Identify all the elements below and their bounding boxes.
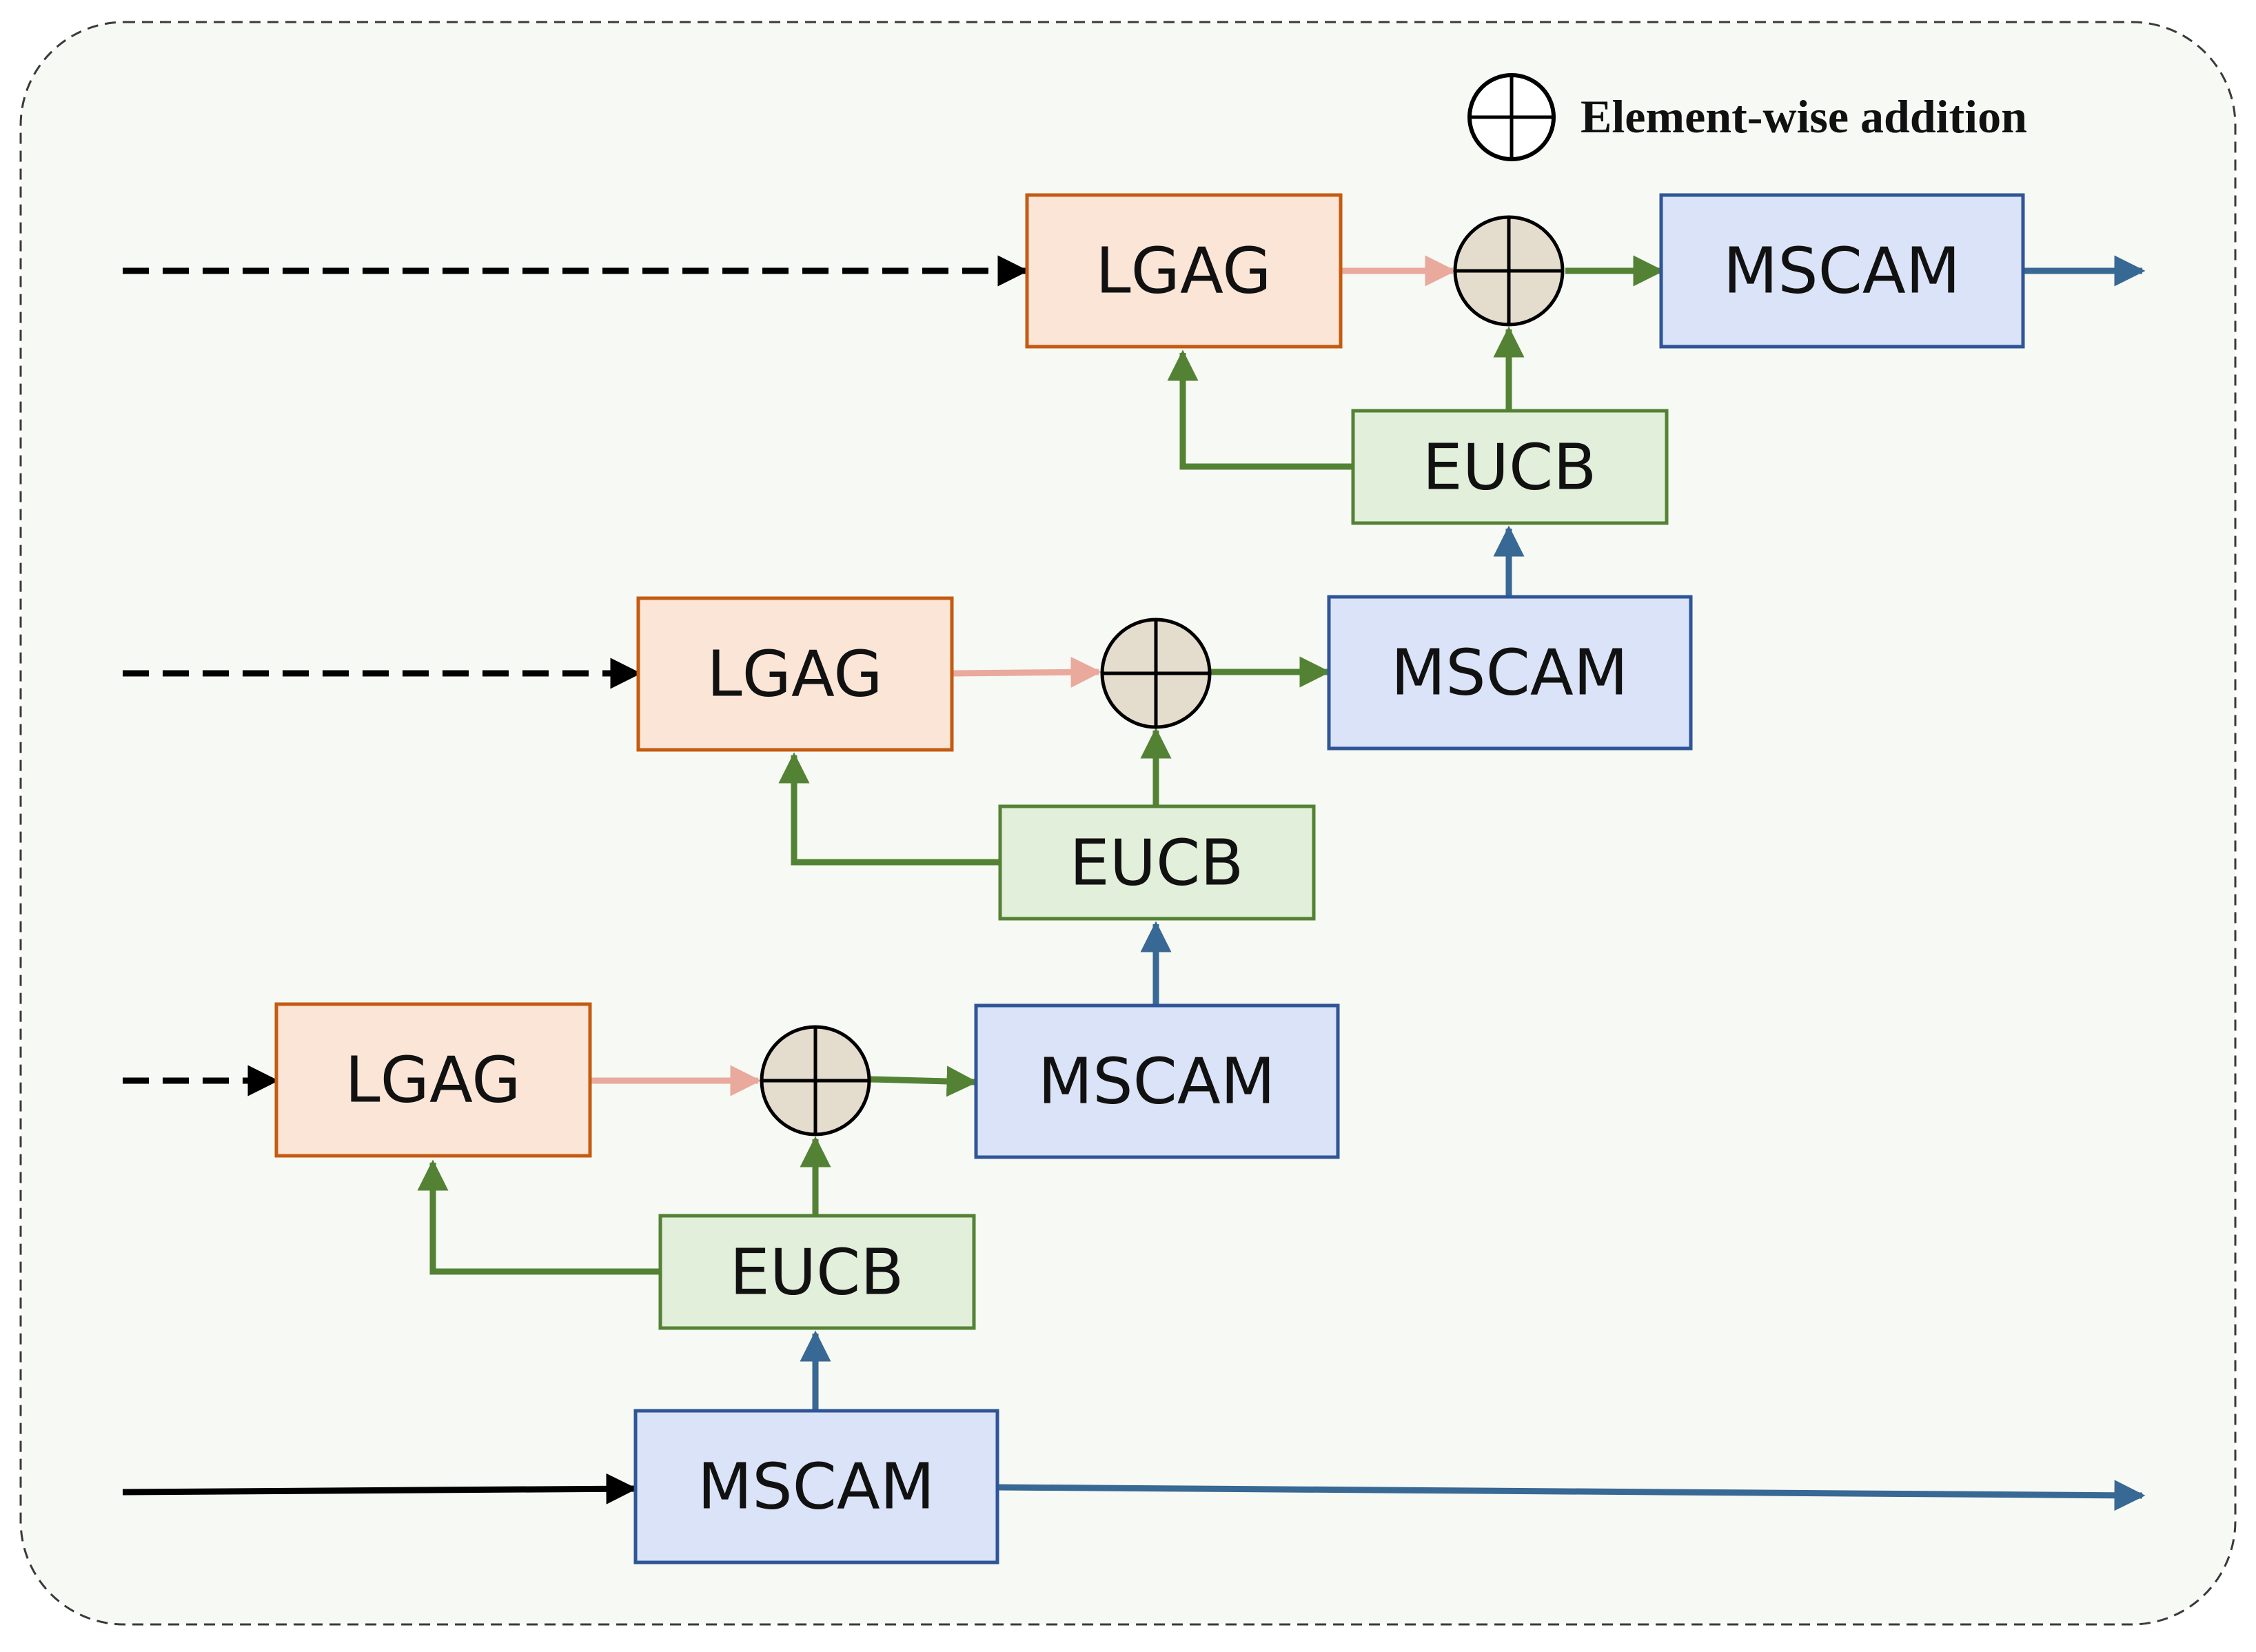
mscam-block-top: MSCAM (1659, 193, 2025, 349)
eucb-label-mid: EUCB (1070, 826, 1244, 900)
mscam-label-bottom: MSCAM (698, 1450, 935, 1524)
lgag-label-mid: LGAG (707, 638, 882, 711)
eucb-to-lgag-arrow-top (1167, 349, 1352, 470)
legend-label: Element-wise addition (1581, 90, 2027, 143)
mscam-block-upper-mid: MSCAM (1327, 595, 1693, 751)
lgag-block-mid: LGAG (636, 596, 954, 752)
lgag-label-top: LGAG (1095, 234, 1271, 308)
eucb-to-lgag-arrow-mid (778, 752, 1001, 866)
mscam-label-lower-mid: MSCAM (1038, 1045, 1275, 1119)
adder-bottom (760, 1025, 871, 1136)
lgag-block-bottom: LGAG (274, 1002, 592, 1158)
eucb-to-lgag-arrow-bottom (417, 1159, 660, 1275)
mscam-label-top: MSCAM (1723, 234, 1960, 308)
eucb-label-top: EUCB (1423, 431, 1597, 504)
eucb-block-mid: EUCB (998, 804, 1316, 921)
element-wise-addition-icon (1467, 73, 1556, 161)
lgag-block-top: LGAG (1025, 193, 1343, 349)
eucb-block-bottom: EUCB (658, 1214, 976, 1330)
mscam-block-bottom: MSCAM (633, 1409, 999, 1564)
adder-to-mscam-arrow-bottom (870, 1065, 978, 1097)
output-arrow-bottom (997, 1480, 2146, 1511)
mscam-block-lower-mid: MSCAM (974, 1003, 1340, 1159)
lgag-label-bottom: LGAG (345, 1043, 520, 1117)
lgag-to-adder-arrow-mid (952, 656, 1102, 688)
adder-mid (1100, 618, 1212, 729)
adder-top (1453, 215, 1565, 327)
eucb-label-bottom: EUCB (730, 1236, 904, 1309)
legend: Element-wise addition (1467, 73, 2027, 161)
mscam-label-upper-mid: MSCAM (1391, 636, 1628, 710)
encoder-input-arrow (122, 1473, 638, 1505)
eucb-block-top: EUCB (1351, 409, 1669, 525)
